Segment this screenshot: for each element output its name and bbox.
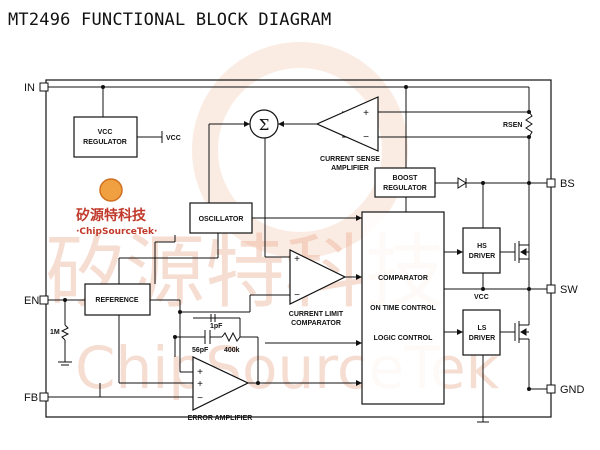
boost-regulator-block: BOOST REGULATOR xyxy=(374,167,436,198)
pin-fb-label: FB xyxy=(24,392,38,404)
logo-cn: 矽源特科技 xyxy=(76,207,147,224)
svg-text:−: − xyxy=(294,290,300,301)
pin-en: EN xyxy=(24,295,49,307)
pin-sw: SW xyxy=(546,284,578,296)
summing-node: Σ xyxy=(249,109,279,139)
hs-driver-line1: HS xyxy=(477,243,487,250)
c1pf-label: 1pF xyxy=(210,323,223,330)
oscillator-label: OSCILLATOR xyxy=(199,216,244,223)
logo-icon xyxy=(99,178,123,202)
rsen-label: RSEN xyxy=(503,122,522,129)
pin-gnd-label: GND xyxy=(560,384,585,396)
vcc-regulator-line2: REGULATOR xyxy=(83,139,127,146)
svg-text:−: − xyxy=(363,132,369,143)
vcc-output-label: VCC xyxy=(166,135,181,142)
boost-regulator-line2: REGULATOR xyxy=(383,185,427,192)
r400k-label: 400k xyxy=(224,347,240,354)
r1m-resistor xyxy=(60,324,70,341)
vcc-regulator-block: VCC REGULATOR xyxy=(73,116,138,158)
current-limit-line1: CURRENT LIMIT xyxy=(289,311,344,318)
hs-driver-line2: DRIVER xyxy=(469,253,495,260)
pin-in: IN xyxy=(24,82,49,94)
logic-line-on-time: ON TIME CONTROL xyxy=(370,305,436,312)
rsen-resistor xyxy=(525,111,533,138)
error-amplifier-label: ERROR AMPLIFIER xyxy=(188,415,253,422)
oscillator-block: OSCILLATOR xyxy=(189,202,253,234)
svg-text:+: + xyxy=(363,108,369,119)
sum-symbol: Σ xyxy=(259,116,270,134)
pin-in-label: IN xyxy=(24,82,35,94)
hs-driver-block: HS DRIVER xyxy=(462,227,501,274)
diagram-title: MT2496 FUNCTIONAL BLOCK DIAGRAM xyxy=(8,10,332,30)
hs-mosfet xyxy=(514,238,530,265)
pin-en-label: EN xyxy=(24,295,39,307)
current-limit-comparator: + − CURRENT LIMIT COMPARATOR xyxy=(289,249,347,327)
ls-mosfet xyxy=(514,318,530,345)
current-sense-line2: AMPLIFIER xyxy=(331,165,369,172)
svg-text:−: − xyxy=(197,393,203,404)
ls-driver-line2: DRIVER xyxy=(469,335,495,342)
c56pf-label: 56pF xyxy=(192,347,209,354)
chip-outline xyxy=(45,79,552,418)
ls-driver-block: LS DRIVER xyxy=(462,309,501,356)
pin-gnd: GND xyxy=(546,384,585,396)
logo: 矽源特科技 ·ChipSourceTek· xyxy=(76,178,157,237)
boost-regulator-line1: BOOST xyxy=(393,175,419,182)
vcc-regulator-line1: VCC xyxy=(98,129,113,136)
pin-fb: FB xyxy=(24,392,49,404)
driver-vcc-label: VCC xyxy=(474,294,489,301)
current-sense-amplifier: + − CURRENT SENSE AMPLIFIER xyxy=(315,96,380,172)
logo-en: ·ChipSourceTek· xyxy=(76,227,157,237)
logic-line-logic-control: LOGIC CONTROL xyxy=(374,335,433,342)
pin-bs: BS xyxy=(546,178,575,190)
current-sense-line1: CURRENT SENSE xyxy=(320,156,380,163)
arrowheads xyxy=(244,121,463,386)
r1m-label: 1M xyxy=(50,329,60,336)
svg-text:+: + xyxy=(197,379,203,390)
logic-block: COMPARATOR ON TIME CONTROL LOGIC CONTROL xyxy=(361,211,445,405)
svg-text:+: + xyxy=(294,254,300,265)
svg-text:+: + xyxy=(197,367,203,378)
boost-diode xyxy=(457,177,467,189)
reference-block: REFERENCE xyxy=(84,283,151,316)
ls-driver-line1: LS xyxy=(478,325,487,332)
reference-label: REFERENCE xyxy=(95,297,139,304)
junction-dots xyxy=(63,85,531,391)
current-limit-line2: COMPARATOR xyxy=(291,320,341,327)
pin-sw-label: SW xyxy=(560,284,578,296)
error-amplifier: + + − ERROR AMPLIFIER xyxy=(188,356,253,422)
logic-line-comparator: COMPARATOR xyxy=(378,275,428,282)
pin-bs-label: BS xyxy=(560,178,575,190)
